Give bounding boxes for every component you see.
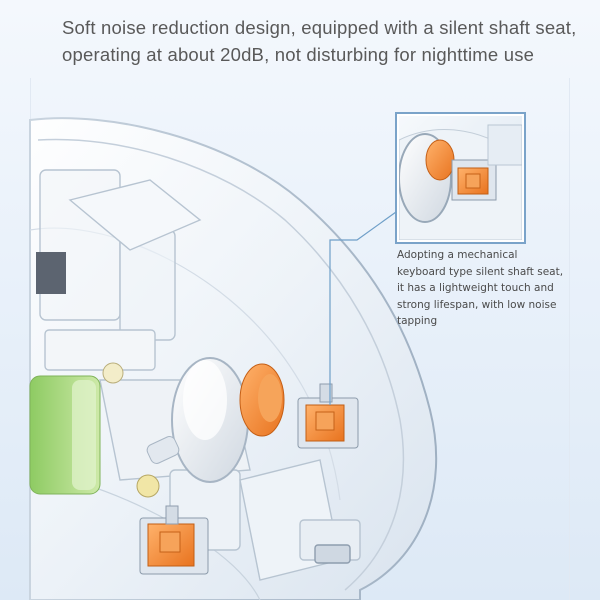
switch-callout: Adopting a mechanical keyboard type sile… [397, 247, 582, 330]
leader-line [329, 211, 397, 405]
callout-line-1: Adopting a mechanical [397, 249, 518, 261]
right-border [569, 78, 570, 600]
silent-switch-right [297, 383, 359, 449]
callout-line-4: strong lifespan, with low noise [397, 298, 557, 311]
orange-encoder [239, 363, 285, 437]
callout-line-3: it has a lightweight touch and [397, 282, 554, 294]
headline-line-2: operating at about 20dB, not disturbing … [62, 44, 535, 65]
silent-switch-left [139, 505, 209, 575]
zoom-inset [395, 112, 526, 244]
yellow-cap-2 [136, 474, 160, 498]
headline-line-1: Soft noise reduction design, equipped wi… [62, 17, 577, 38]
scroll-wheel [146, 357, 249, 483]
yellow-cap [102, 362, 124, 384]
headline: Soft noise reduction design, equipped wi… [62, 14, 582, 68]
callout-line-2: keyboard type silent shaft seat, [397, 265, 564, 278]
callout-line-5: tapping [397, 315, 438, 327]
battery [29, 375, 101, 495]
chip [36, 252, 66, 294]
